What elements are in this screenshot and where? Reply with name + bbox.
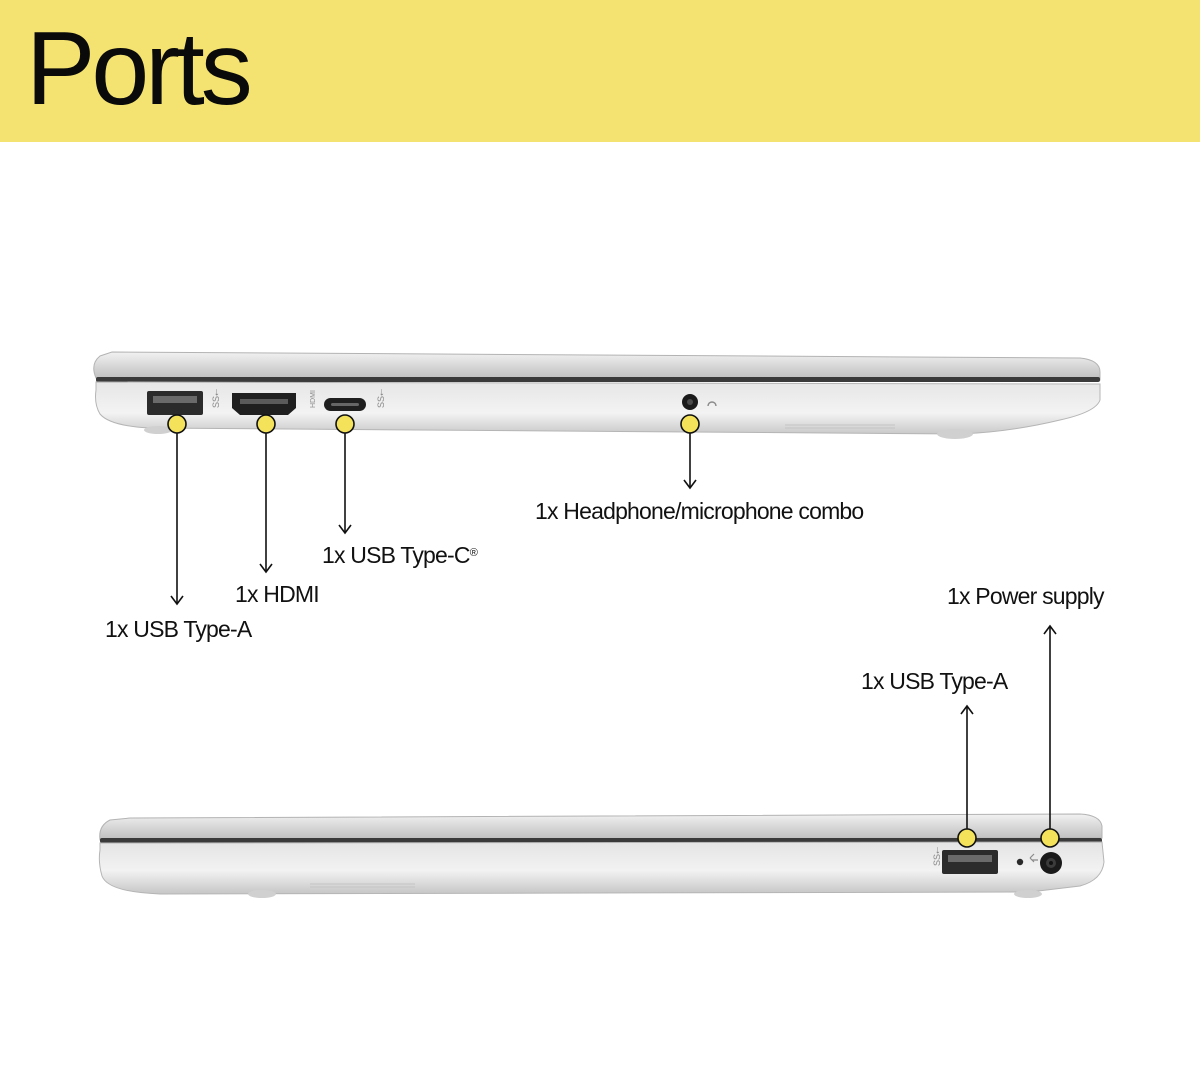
hdmi-label: 1x HDMI bbox=[235, 581, 320, 607]
port-marker-dot bbox=[680, 414, 700, 434]
arrow-head bbox=[170, 595, 184, 606]
power-supply-label: 1x Power supply bbox=[947, 583, 1105, 609]
svg-text:SS⭠: SS⭠ bbox=[211, 389, 221, 408]
audio-combo-label: 1x Headphone/microphone combo bbox=[535, 498, 864, 524]
usb-c-label-text: 1x USB Type-C bbox=[322, 542, 470, 568]
svg-text:HDMI: HDMI bbox=[310, 390, 317, 408]
vent-grille bbox=[785, 424, 895, 429]
arrow-head bbox=[259, 563, 273, 574]
usb-a-port-icon: SS⭠ bbox=[932, 847, 998, 874]
registered-mark: ® bbox=[469, 547, 478, 559]
vent-grille bbox=[310, 883, 415, 888]
svg-text:SS⭠: SS⭠ bbox=[932, 847, 942, 866]
header-band: Ports bbox=[0, 0, 1200, 142]
arrow-head bbox=[1043, 624, 1057, 635]
port-marker-dot bbox=[167, 414, 187, 434]
audio-jack-icon bbox=[682, 394, 717, 410]
rubber-foot bbox=[248, 890, 276, 898]
port-marker-dot bbox=[957, 828, 977, 848]
port-marker-dot bbox=[335, 414, 355, 434]
svg-text:SS⭠: SS⭠ bbox=[376, 389, 386, 408]
rubber-foot bbox=[144, 426, 172, 434]
usb-a-port-icon: SS⭠ bbox=[147, 389, 221, 415]
arrow-head bbox=[683, 479, 697, 490]
page-title: Ports bbox=[26, 11, 253, 127]
arrow-head bbox=[338, 524, 352, 535]
port-marker-dot bbox=[256, 414, 276, 434]
hdmi-port-icon: HDMI bbox=[232, 390, 317, 415]
arrow-head bbox=[960, 704, 974, 715]
laptop-right-body bbox=[98, 813, 1105, 898]
power-jack-icon bbox=[1016, 852, 1062, 874]
rubber-foot bbox=[937, 429, 973, 439]
rubber-foot bbox=[1014, 890, 1042, 898]
port-marker-dot bbox=[1040, 828, 1060, 848]
usb-c-port-icon: SS⭠ bbox=[324, 389, 386, 411]
usb-a-right-label: 1x USB Type-A bbox=[861, 668, 1008, 694]
usb-a-left-label: 1x USB Type-A bbox=[105, 616, 252, 642]
usb-c-label: 1x USB Type-C® bbox=[322, 542, 478, 568]
